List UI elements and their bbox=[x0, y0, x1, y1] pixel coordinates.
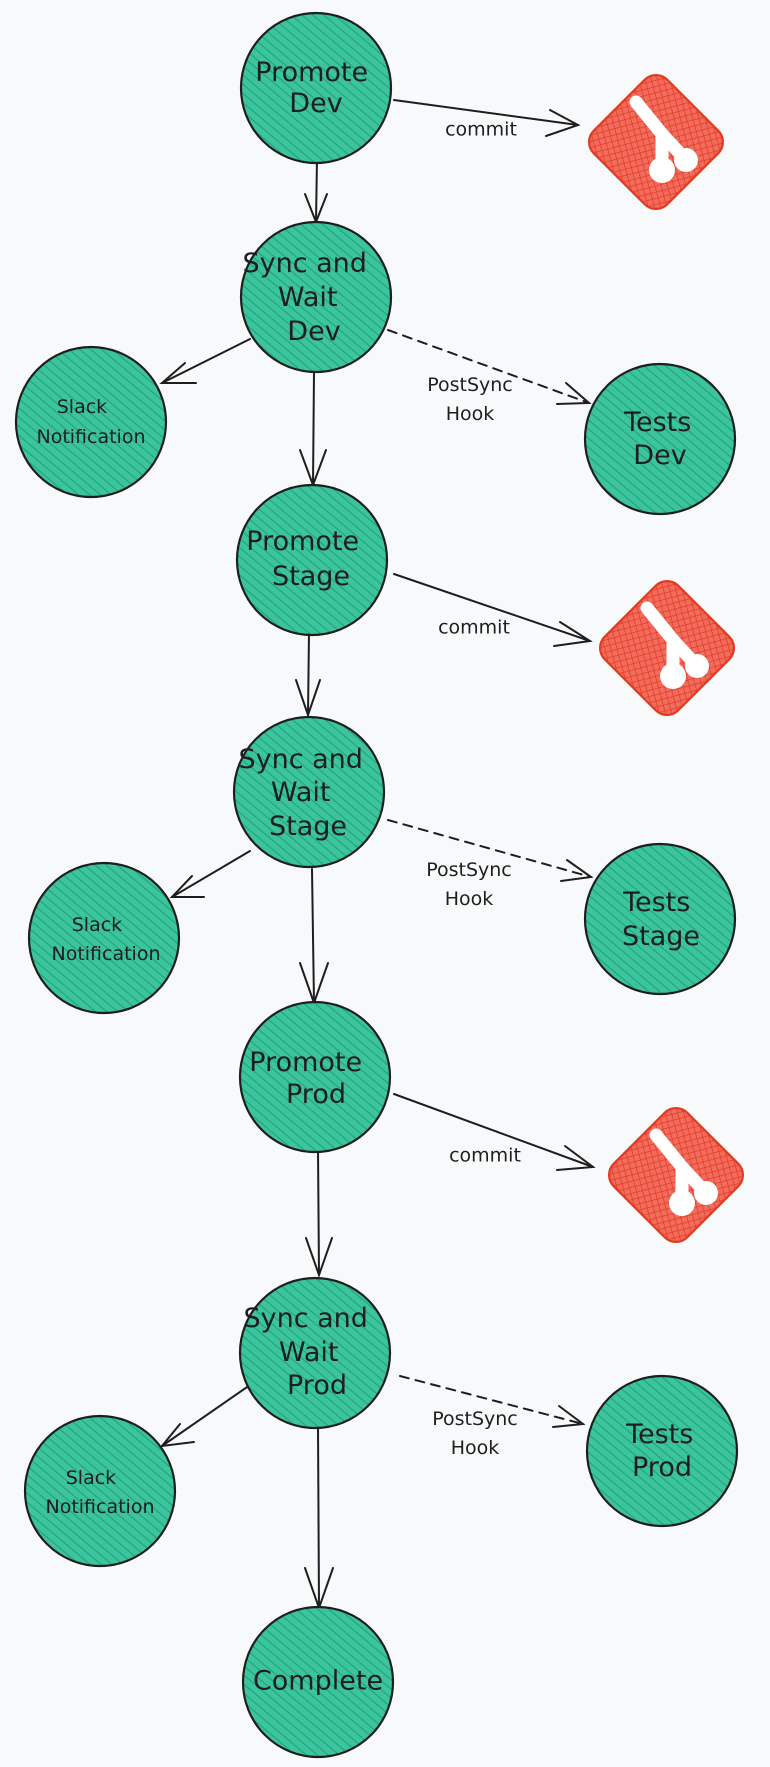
edge-commit-dev bbox=[393, 99, 579, 126]
edge-promote-prod-to-sync-prod bbox=[317, 1148, 320, 1276]
arrowhead bbox=[545, 109, 581, 137]
svg-text:Promote Prod: Promote Prod bbox=[249, 1047, 370, 1110]
node-sync-and-wait-dev: Sync and Wait Dev bbox=[239, 220, 393, 374]
edge-hook-prod bbox=[399, 1375, 584, 1425]
arrowhead bbox=[295, 679, 321, 719]
edge-slack-stage bbox=[171, 850, 251, 898]
svg-text:Sync and Wait: Sync and Wait Stage bbox=[238, 744, 371, 842]
edges bbox=[159, 99, 596, 1612]
hook-label-dev: PostSync Hook bbox=[427, 374, 519, 425]
node-sync-and-wait-stage: Sync and Wait Stage bbox=[232, 715, 386, 869]
commit-label-stage: commit bbox=[438, 617, 510, 639]
hook-label-stage: PostSync Hook bbox=[426, 859, 518, 910]
edge-promote-dev-to-sync-dev bbox=[315, 157, 318, 223]
git-logo-icon bbox=[587, 73, 725, 211]
edge-labels: commit commit commit PostSync Hook PostS… bbox=[426, 119, 524, 1459]
edge-commit-prod bbox=[393, 1093, 594, 1168]
svg-text:Slack Notification: Slack Notification bbox=[51, 914, 160, 965]
arrowhead bbox=[556, 382, 592, 405]
arrowhead bbox=[159, 362, 197, 384]
svg-text:Complete: Complete bbox=[253, 1666, 383, 1697]
edge-promote-stage-to-sync-stage bbox=[307, 631, 310, 716]
edge-hook-dev bbox=[387, 329, 590, 404]
node-slack-notification-dev: Slack Notification bbox=[14, 345, 168, 499]
node-promote-dev: Promote Dev bbox=[239, 11, 393, 165]
node-complete: Complete bbox=[241, 1605, 395, 1759]
svg-text:Promote Dev: Promote Dev bbox=[255, 57, 376, 119]
edge-slack-prod bbox=[161, 1384, 251, 1447]
edge-hook-stage bbox=[387, 819, 592, 878]
svg-text:Tests Stage: Tests Stage bbox=[622, 887, 700, 952]
node-sync-and-wait-prod: Sync and Wait Prod bbox=[238, 1276, 392, 1430]
node-tests-prod: Tests Prod bbox=[585, 1374, 739, 1528]
git-logo-icon bbox=[598, 579, 736, 717]
svg-text:Tests Prod: Tests Prod bbox=[625, 1419, 702, 1483]
arrowhead bbox=[159, 1423, 195, 1448]
edge-commit-stage bbox=[393, 573, 591, 642]
svg-text:Slack Notification: Slack Notification bbox=[45, 1467, 154, 1518]
hook-label-prod: PostSync Hook bbox=[432, 1408, 524, 1459]
edge-slack-dev bbox=[161, 338, 251, 384]
edge-sync-dev-to-promote-stage bbox=[312, 371, 315, 486]
nodes: Promote Dev Sync and Wait Dev Slack Noti… bbox=[14, 11, 739, 1759]
node-slack-notification-stage: Slack Notification bbox=[27, 861, 181, 1015]
arrowhead bbox=[553, 621, 593, 647]
edge-sync-prod-to-complete bbox=[317, 1424, 320, 1609]
edge-sync-stage-to-promote-prod bbox=[311, 868, 315, 1004]
node-promote-prod: Promote Prod bbox=[238, 1000, 392, 1154]
commit-label-prod: commit bbox=[449, 1145, 521, 1167]
arrowhead bbox=[560, 859, 594, 882]
arrowhead bbox=[169, 875, 205, 898]
node-tests-dev: Tests Dev bbox=[583, 362, 737, 516]
node-slack-notification-prod: Slack Notification bbox=[23, 1414, 177, 1568]
svg-text:Tests Dev: Tests Dev bbox=[623, 407, 700, 471]
svg-text:Promote Stage: Promote Stage bbox=[246, 526, 367, 592]
node-tests-stage: Tests Stage bbox=[583, 842, 737, 996]
svg-text:Sync and Wait: Sync and Wait Dev bbox=[242, 248, 375, 347]
svg-text:Slack Notification: Slack Notification bbox=[36, 396, 145, 448]
git-icons bbox=[587, 73, 745, 1244]
arrowhead bbox=[305, 1237, 333, 1279]
commit-label-dev: commit bbox=[445, 119, 517, 141]
node-promote-stage: Promote Stage bbox=[235, 483, 389, 637]
git-logo-icon bbox=[607, 1106, 745, 1244]
arrowhead bbox=[556, 1145, 596, 1171]
svg-text:Sync and Wait: Sync and Wait Prod bbox=[243, 1303, 376, 1401]
arrowhead bbox=[552, 1405, 586, 1428]
